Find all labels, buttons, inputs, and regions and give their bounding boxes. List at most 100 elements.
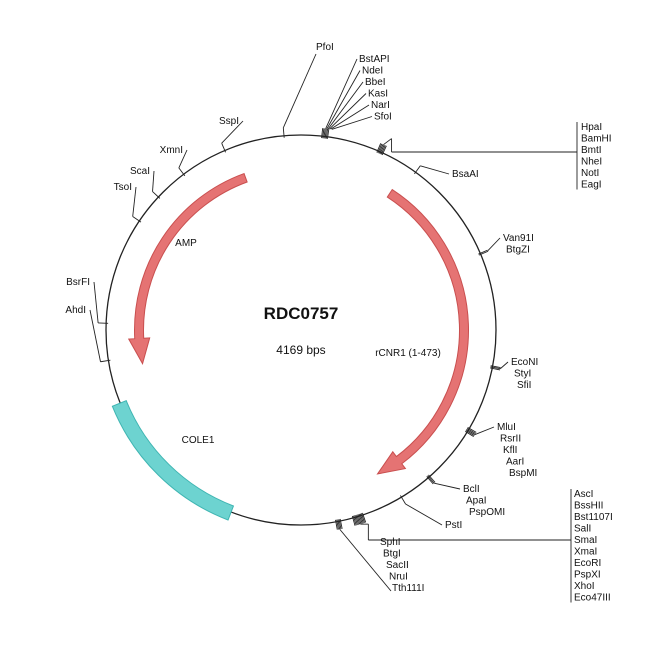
site-label-econi[interactable]: EcoNI: [511, 357, 538, 368]
restriction-site-layer: PfoIBstAPINdeIBbeIKasINarISfoIHpaIBamHIB…: [65, 42, 612, 604]
site-label-tth111i[interactable]: Tth111I: [392, 583, 424, 594]
site-tick-pspxi: [354, 515, 358, 526]
site-label-eco47iii[interactable]: Eco47III: [574, 593, 611, 604]
site-tick-smai: [357, 514, 362, 525]
site-tick-nari: [325, 128, 329, 139]
site-tick-kfli: [466, 429, 476, 435]
feature-cole1[interactable]: COLE1: [111, 399, 235, 521]
site-label-pspxi[interactable]: PspXI: [574, 570, 601, 581]
site-tick-bst1107i: [359, 513, 364, 524]
site-label-asci[interactable]: AscI: [574, 489, 593, 500]
site-label-sphi[interactable]: SphI: [380, 537, 401, 548]
site-tick-noti: [380, 145, 386, 155]
site-tick-xhoi: [353, 515, 357, 526]
site-label-noti[interactable]: NotI: [581, 168, 599, 179]
site-tick-sacii: [337, 519, 341, 530]
feature-amp[interactable]: AMP: [127, 172, 248, 365]
site-label-kfli[interactable]: KflI: [503, 445, 517, 456]
site-tick-sali: [358, 513, 363, 524]
site-tick-pspomi: [426, 476, 434, 485]
site-tick-hpai: [376, 143, 382, 153]
site-label-kasi[interactable]: KasI: [368, 89, 388, 100]
site-group-scai: ScaI: [130, 166, 161, 199]
site-label-ecori[interactable]: EcoRI: [574, 558, 601, 569]
site-tick-bmti: [378, 144, 384, 154]
site-label-bsrfi[interactable]: BsrFI: [66, 277, 90, 288]
site-tick-xmai: [356, 514, 361, 525]
site-leader-7: [434, 482, 461, 490]
site-label-sacii[interactable]: SacII: [386, 560, 409, 571]
site-tick-bspmi: [464, 431, 474, 438]
site-leader-10: [339, 528, 392, 592]
site-label-bmti[interactable]: BmtI: [581, 145, 602, 156]
site-group-tsoi: TsoI: [114, 182, 142, 223]
site-label-bspmi[interactable]: BspMI: [509, 468, 537, 479]
site-label-nari[interactable]: NarI: [371, 100, 390, 111]
site-tick-btgzi: [478, 250, 489, 256]
site-label-bsaai[interactable]: BsaAI: [452, 169, 479, 180]
site-label-btgi[interactable]: BtgI: [383, 549, 401, 560]
site-leader-13: [132, 186, 137, 217]
site-tick-rsrii: [466, 428, 476, 434]
site-label-bsshii[interactable]: BssHII: [574, 501, 603, 512]
site-label-bamhi[interactable]: BamHI: [581, 134, 612, 145]
site-leader-4: [487, 237, 501, 251]
site-tick-xmni: [178, 167, 186, 177]
feature-amp-arrow: [127, 172, 248, 365]
site-label-ndei[interactable]: NdeI: [362, 66, 383, 77]
site-tick-econi: [490, 365, 501, 368]
feature-cole1-label: COLE1: [182, 435, 215, 446]
site-tick-kasi: [324, 128, 327, 139]
site-leader-3: [420, 165, 450, 175]
site-label-xmai[interactable]: XmaI: [574, 547, 597, 558]
site-label-xmni[interactable]: XmnI: [160, 145, 183, 156]
site-label-pfoi[interactable]: PfoI: [316, 42, 334, 53]
site-label-rsrii[interactable]: RsrII: [500, 434, 521, 445]
site-label-pspomi[interactable]: PspOMI: [469, 507, 505, 518]
site-group-bsrfi: BsrFI: [66, 277, 109, 324]
site-group-sspi: SspI: [219, 116, 244, 153]
site-leader-15: [178, 149, 188, 169]
site-label-apai[interactable]: ApaI: [466, 496, 487, 507]
site-group-xmni: XmnI: [160, 145, 188, 177]
site-label-smai[interactable]: SmaI: [574, 535, 597, 546]
site-label-bbei[interactable]: BbeI: [365, 77, 386, 88]
site-label-scai[interactable]: ScaI: [130, 166, 150, 177]
site-tick-styi: [490, 366, 501, 370]
site-label-psti[interactable]: PstI: [445, 520, 462, 531]
site-leader-11: [89, 309, 101, 362]
site-label-sspi[interactable]: SspI: [219, 116, 239, 127]
site-tick-van91i: [478, 249, 488, 255]
site-label-hpai[interactable]: HpaI: [581, 122, 602, 133]
feature-amp-label: AMP: [175, 238, 197, 249]
site-leader-sfoi: [331, 116, 373, 130]
site-label-eagi[interactable]: EagI: [581, 180, 602, 191]
site-label-sali[interactable]: SalI: [574, 524, 591, 535]
site-label-mlui[interactable]: MluI: [497, 422, 516, 433]
site-leader-14: [152, 170, 155, 192]
site-tick-eagi: [381, 145, 387, 156]
site-label-nhei[interactable]: NheI: [581, 157, 602, 168]
site-label-sfii[interactable]: SfiI: [517, 380, 531, 391]
site-label-bst1107i[interactable]: Bst1107I: [574, 512, 613, 523]
site-label-bcli[interactable]: BclI: [463, 484, 480, 495]
site-tick-apai: [427, 475, 435, 484]
site-label-bstapi[interactable]: BstAPI: [359, 54, 390, 65]
feature-rcnr1[interactable]: rCNR1 (1-473): [375, 188, 469, 475]
site-label-sfoi[interactable]: SfoI: [374, 112, 392, 123]
site-label-btgzi[interactable]: BtgZI: [506, 245, 530, 256]
site-label-styi[interactable]: StyI: [514, 369, 531, 380]
site-label-xhoi[interactable]: XhoI: [574, 581, 595, 592]
site-label-aari[interactable]: AarI: [506, 457, 524, 468]
site-tick-ahdi: [100, 359, 111, 363]
feature-cole1-block: [111, 399, 235, 521]
site-label-nrui[interactable]: NruI: [389, 572, 408, 583]
site-label-tsoi[interactable]: TsoI: [114, 182, 132, 193]
site-leader-6: [474, 426, 495, 435]
plasmid-name: RDC0757: [264, 304, 339, 323]
site-label-ahdi[interactable]: AhdI: [65, 305, 86, 316]
site-tick-asci: [362, 512, 367, 523]
site-label-van91i[interactable]: Van91I: [503, 233, 534, 244]
site-tick-psti: [400, 495, 406, 505]
